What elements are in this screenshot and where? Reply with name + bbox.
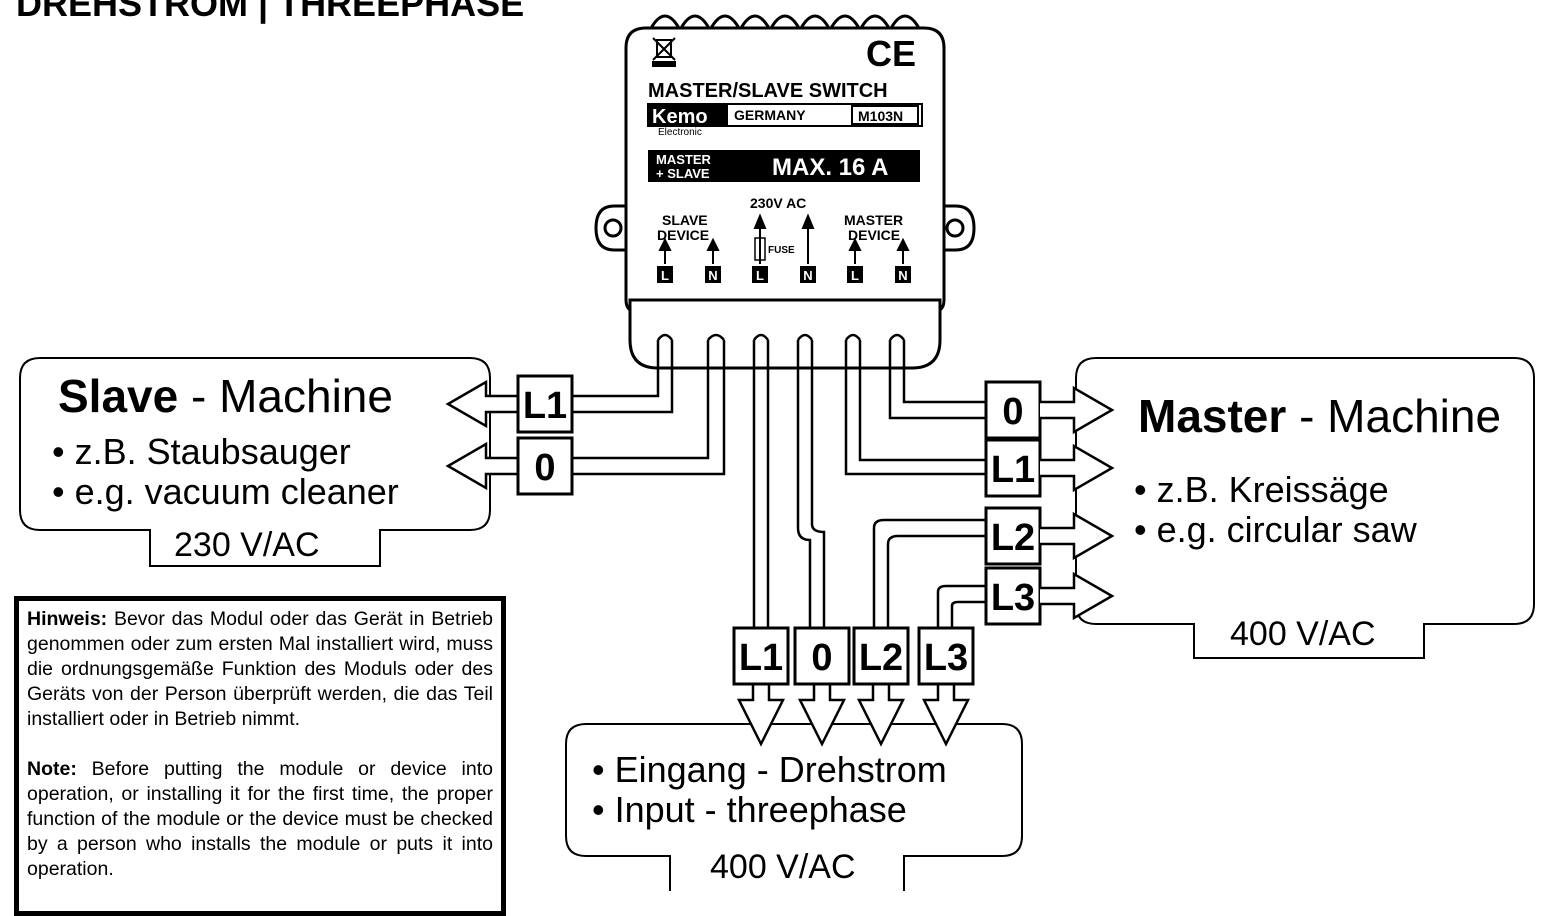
slave-line-1: • z.B. Staubsauger (52, 431, 351, 472)
input-line-2: • Input - threephase (592, 789, 907, 830)
master-machine-box: Master - Machine • z.B. Kreissäge • e.g.… (1075, 357, 1535, 659)
master-arrow-3 (1040, 571, 1115, 621)
svg-text:N: N (708, 268, 717, 283)
terminal-l-2: L (752, 266, 768, 283)
slave-arrow-0 (445, 379, 520, 429)
rating-left-2: + SLAVE (656, 166, 710, 181)
master-title-bold: Master (1138, 390, 1286, 442)
master-wire-tag-l2: L2 (984, 506, 1042, 566)
master-arrow-0 (1040, 385, 1115, 435)
master-wire-tag-0: 0 (984, 380, 1042, 440)
svg-text:L1: L1 (991, 449, 1035, 491)
terminal-l-0: L (657, 266, 673, 283)
slave-machine-box: Slave - Machine • z.B. Staubsauger • e.g… (19, 357, 491, 567)
master-line-1: • z.B. Kreissäge (1134, 469, 1389, 510)
master-line-2: • e.g. circular saw (1134, 509, 1418, 550)
svg-text:Master - Machine: Master - Machine (1138, 390, 1501, 442)
terminal-l-4: L (847, 266, 863, 283)
switch-module: CE MASTER/SLAVE SWITCH Kemo Electronic G… (594, 14, 976, 370)
svg-text:0: 0 (1002, 391, 1023, 433)
slave-arrow-1 (445, 441, 520, 491)
note-en-bold: Note: (27, 758, 77, 780)
input-voltage: 400 V/AC (710, 848, 856, 886)
input-wire-tag-0: 0 (793, 626, 851, 686)
master-title-rest: - Machine (1286, 390, 1501, 442)
master-device-label-2: DEVICE (848, 227, 900, 243)
svg-text:0: 0 (811, 637, 832, 679)
note-de-text: Bevor das Modul oder das Gerät in Betrie… (27, 608, 493, 730)
master-device-label-1: MASTER (844, 212, 903, 228)
crossed-bin-icon (652, 37, 676, 67)
country-label: GERMANY (734, 107, 806, 123)
slave-title-bold: Slave (58, 370, 178, 422)
wires (570, 333, 988, 628)
rating-label: MAX. 16 A (772, 154, 888, 181)
svg-text:L1: L1 (739, 637, 783, 679)
rating-left-1: MASTER (656, 152, 712, 167)
device-title: MASTER/SLAVE SWITCH (648, 80, 888, 102)
master-arrow-1 (1040, 443, 1115, 493)
slave-device-label-2: DEVICE (657, 227, 709, 243)
master-wire-tag-l3: L3 (984, 566, 1042, 626)
svg-text:L3: L3 (924, 637, 968, 679)
input-arrow-0 (736, 680, 786, 747)
input-arrow-1 (797, 680, 847, 747)
master-voltage: 400 V/AC (1230, 615, 1376, 653)
note-en-text: Before putting the module or device into… (27, 758, 493, 880)
svg-text:L2: L2 (859, 637, 903, 679)
input-arrow-3 (921, 680, 971, 747)
wiring-diagram: Slave - Machine • z.B. Staubsauger • e.g… (19, 14, 1535, 891)
page-title: DREHSTROM | THREEPHASE (16, 0, 525, 24)
svg-text:0: 0 (534, 447, 555, 489)
model-label: M103N (858, 108, 903, 124)
terminal-n-1: N (705, 266, 721, 283)
safety-note: Hinweis: Bevor das Modul oder das Gerät … (14, 596, 506, 916)
slave-voltage: 230 V/AC (174, 526, 320, 564)
note-de-bold: Hinweis: (27, 608, 108, 630)
ce-mark: CE (866, 33, 916, 74)
input-wire-tag-l1: L1 (732, 626, 790, 686)
svg-text:L: L (851, 268, 859, 283)
slave-device-label-1: SLAVE (662, 212, 708, 228)
slave-line-2: • e.g. vacuum cleaner (52, 471, 399, 512)
svg-text:N: N (898, 268, 907, 283)
brand-logo: Kemo (652, 106, 708, 128)
svg-text:L1: L1 (523, 385, 567, 427)
fuse-label: FUSE (768, 245, 795, 256)
slave-wire-tag-l1: L1 (516, 374, 574, 434)
terminal-n-3: N (800, 266, 816, 283)
input-wire-tag-l3: L3 (917, 626, 975, 686)
supply-label: 230V AC (750, 195, 806, 211)
master-wire-tag-l1: L1 (984, 438, 1042, 498)
terminal-n-5: N (895, 266, 911, 283)
slave-title-rest: - Machine (178, 370, 393, 422)
input-arrow-2 (856, 680, 906, 747)
svg-text:Slave - Machine: Slave - Machine (58, 370, 393, 422)
input-line-1: • Eingang - Drehstrom (592, 749, 947, 790)
input-wire-tag-l2: L2 (852, 626, 910, 686)
brand-sub: Electronic (658, 127, 702, 138)
master-arrow-2 (1040, 511, 1115, 561)
svg-text:L: L (756, 268, 764, 283)
slave-wire-tag-0: 0 (516, 436, 574, 496)
svg-text:N: N (803, 268, 812, 283)
svg-text:L3: L3 (991, 577, 1035, 619)
svg-text:L: L (661, 268, 669, 283)
svg-text:L2: L2 (991, 517, 1035, 559)
input-box: • Eingang - Drehstrom • Input - threepha… (565, 723, 1023, 891)
